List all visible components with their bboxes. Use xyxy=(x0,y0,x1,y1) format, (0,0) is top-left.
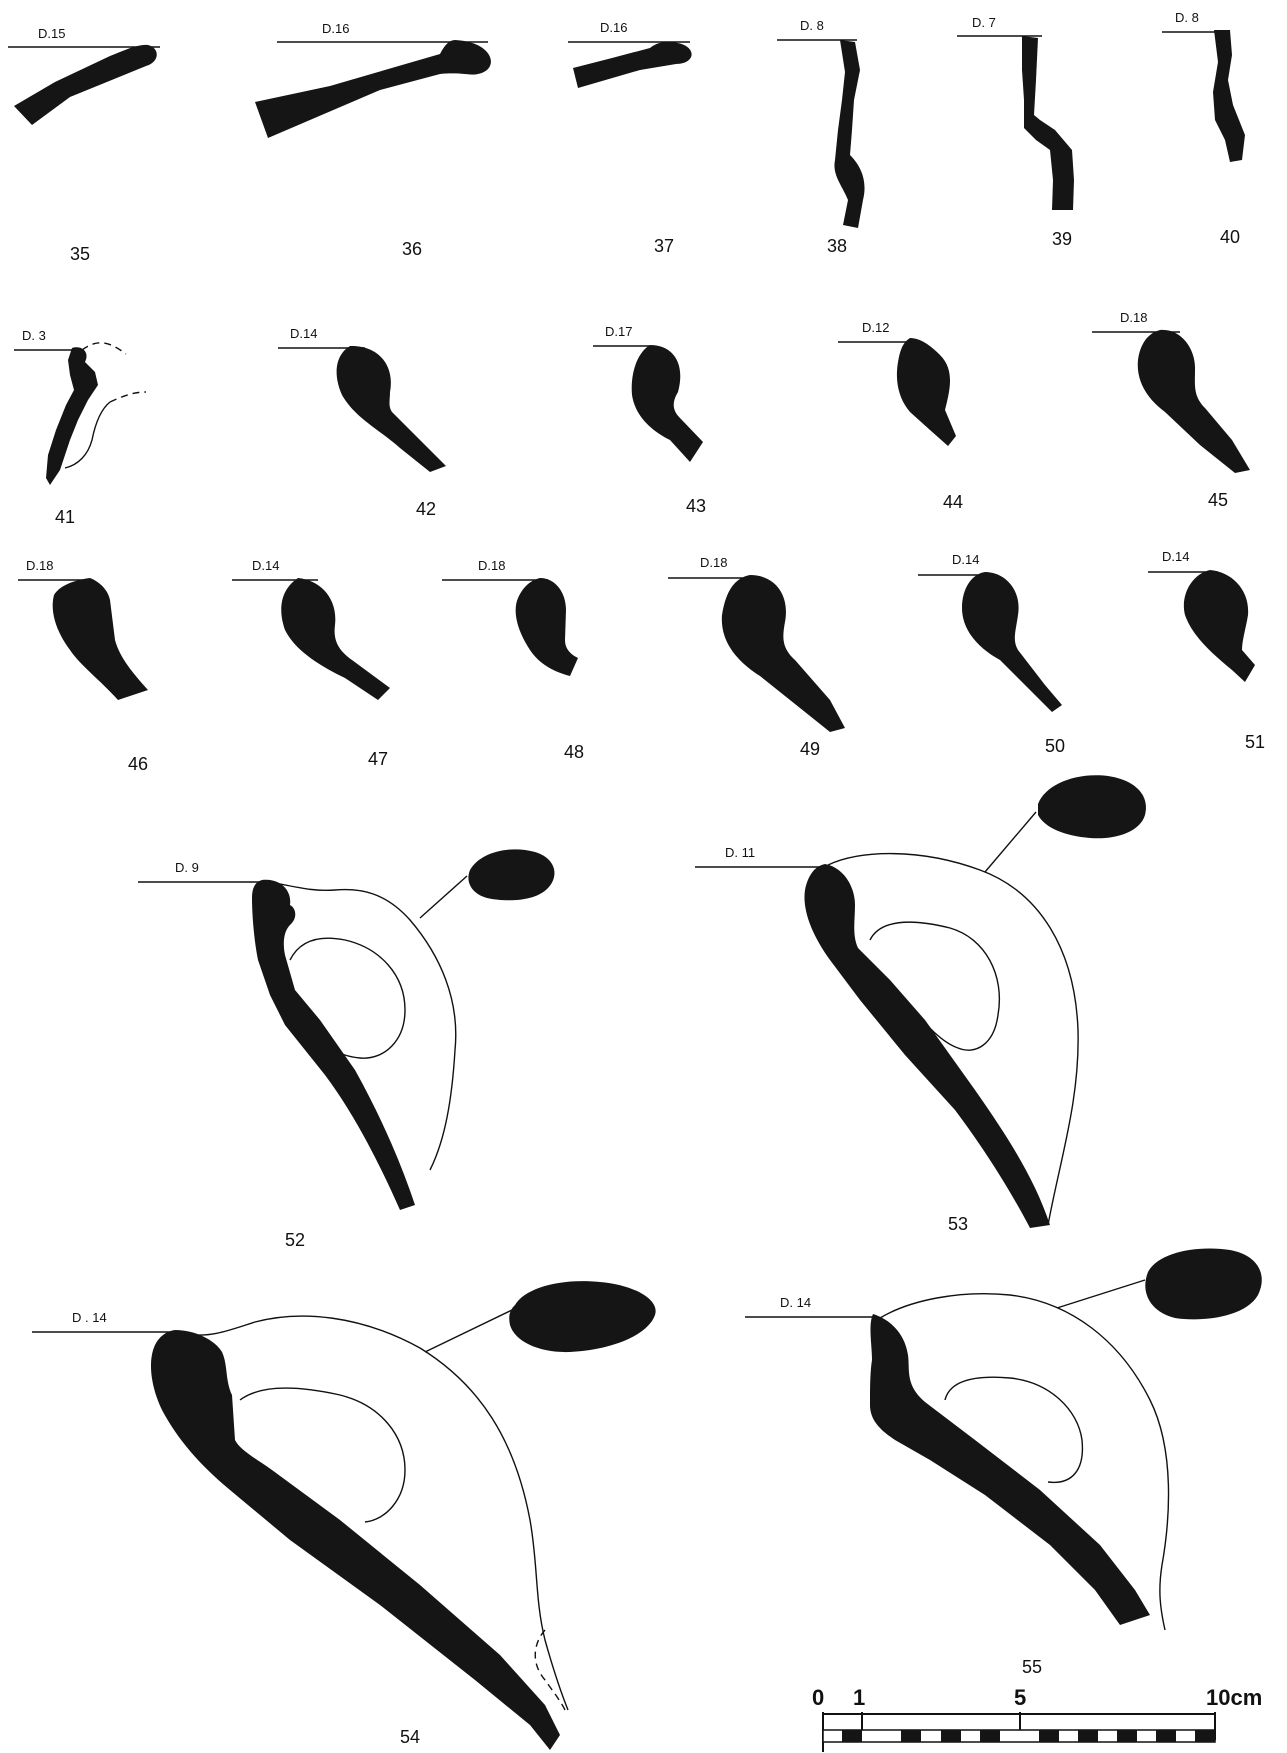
sherd-45: D.18 45 xyxy=(1092,310,1250,510)
scale-bar: 0 1 5 10cm xyxy=(812,1685,1262,1752)
diameter-label: D. 11 xyxy=(725,845,755,860)
diameter-label: D.15 xyxy=(38,26,65,41)
diameter-label: D.14 xyxy=(1162,549,1189,564)
sherd-41: D. 3 41 xyxy=(14,328,147,527)
sherd-54: D . 14 54 xyxy=(32,1281,656,1750)
scale-label-0: 0 xyxy=(812,1685,824,1710)
sherd-53: D. 11 53 xyxy=(695,775,1146,1234)
sherd-47: D.14 47 xyxy=(232,558,390,769)
diameter-label: D . 14 xyxy=(72,1310,107,1325)
sherd-48: D.18 48 xyxy=(442,558,584,762)
diameter-label: D. 8 xyxy=(800,18,824,33)
figure-number: 41 xyxy=(55,507,75,527)
diameter-label: D. 3 xyxy=(22,328,46,343)
figure-number: 42 xyxy=(416,499,436,519)
figure-number: 54 xyxy=(400,1727,420,1747)
sherd-52: D. 9 52 xyxy=(138,849,555,1250)
sherd-44: D.12 44 xyxy=(838,320,963,512)
figure-number: 37 xyxy=(654,236,674,256)
sherd-55: D. 14 55 xyxy=(745,1248,1262,1677)
figure-number: 55 xyxy=(1022,1657,1042,1677)
sherd-40: D. 8 40 xyxy=(1162,10,1245,247)
scale-label-5: 5 xyxy=(1014,1685,1026,1710)
diameter-label: D.18 xyxy=(1120,310,1147,325)
sherd-42: D.14 42 xyxy=(278,326,446,519)
figure-number: 47 xyxy=(368,749,388,769)
diameter-label: D.18 xyxy=(478,558,505,573)
diameter-label: D. 7 xyxy=(972,15,996,30)
sherd-49: D.18 49 xyxy=(668,555,845,759)
figure-number: 50 xyxy=(1045,736,1065,756)
diameter-label: D. 8 xyxy=(1175,10,1199,25)
diameter-label: D.16 xyxy=(322,21,349,36)
figure-number: 38 xyxy=(827,236,847,256)
figure-number: 48 xyxy=(564,742,584,762)
figure-number: 46 xyxy=(128,754,148,774)
diameter-label: D.16 xyxy=(600,20,627,35)
sherd-37: D.16 37 xyxy=(568,20,692,256)
figure-number: 35 xyxy=(70,244,90,264)
figure-number: 44 xyxy=(943,492,963,512)
sherd-43: D.17 43 xyxy=(593,324,706,516)
figure-number: 45 xyxy=(1208,490,1228,510)
figure-number: 51 xyxy=(1245,732,1265,752)
figure-number: 52 xyxy=(285,1230,305,1250)
figure-number: 39 xyxy=(1052,229,1072,249)
figure-number: 43 xyxy=(686,496,706,516)
scale-label-10: 10cm xyxy=(1206,1685,1262,1710)
diameter-label: D.14 xyxy=(252,558,279,573)
figure-number: 49 xyxy=(800,739,820,759)
sherd-51: D.14 51 xyxy=(1148,549,1265,752)
sherd-39: D. 7 39 xyxy=(957,15,1074,249)
sherd-35: D.15 35 xyxy=(8,26,160,264)
diameter-label: D.18 xyxy=(700,555,727,570)
diameter-label: D.17 xyxy=(605,324,632,339)
sherd-46: D.18 46 xyxy=(18,558,148,774)
sherd-36: D.16 36 xyxy=(255,21,491,259)
figure-number: 36 xyxy=(402,239,422,259)
figure-number: 53 xyxy=(948,1214,968,1234)
sherd-38: D. 8 38 xyxy=(777,18,865,256)
scale-label-1: 1 xyxy=(853,1685,865,1710)
diameter-label: D. 14 xyxy=(780,1295,811,1310)
figure-number: 40 xyxy=(1220,227,1240,247)
diameter-label: D.18 xyxy=(26,558,53,573)
diameter-label: D. 9 xyxy=(175,860,199,875)
sherd-50: D.14 50 xyxy=(918,552,1065,756)
diameter-label: D.14 xyxy=(290,326,317,341)
diameter-label: D.12 xyxy=(862,320,889,335)
diameter-label: D.14 xyxy=(952,552,979,567)
